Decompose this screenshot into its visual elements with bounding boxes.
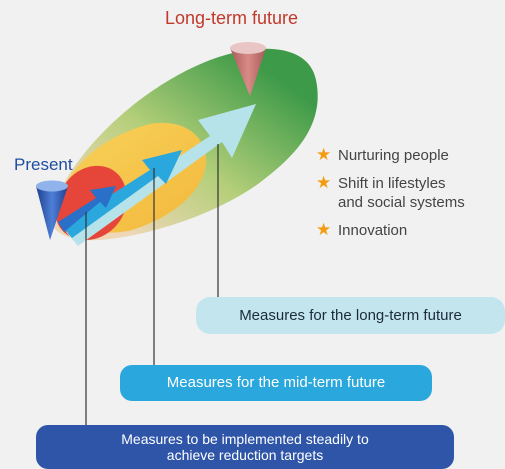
long-term-cone-top (230, 42, 266, 54)
focus-item-label: Nurturing people (338, 147, 449, 164)
long-term-future-label: Long-term future (165, 8, 299, 28)
focus-item: ★ Innovation (316, 220, 465, 240)
star-icon: ★ (316, 220, 332, 239)
present-cone-top (36, 180, 68, 192)
star-icon: ★ (316, 145, 332, 164)
mid-term-measures-box: Measures for the mid-term future (120, 365, 432, 401)
focus-item-label: Innovation (338, 222, 408, 239)
present-label: Present (14, 155, 73, 174)
long-term-cone (230, 48, 266, 96)
focus-item: ★ Nurturing people (316, 145, 465, 165)
focus-list: ★ Nurturing people ★ Shift in lifestyles… (316, 145, 465, 249)
focus-item-label-line-1: Shift in lifestyles (338, 175, 446, 192)
focus-item-label-line-2: and social systems (338, 194, 465, 211)
mid-term-arrow (62, 150, 182, 238)
near-term-measures-box: Measures to be implemented steadily to a… (36, 425, 454, 469)
near-term-arrow (58, 186, 116, 232)
present-cone (36, 186, 68, 240)
long-term-measures-box: Measures for the long-term future (196, 297, 505, 334)
near-term-measures-line-2: achieve reduction targets (166, 447, 324, 463)
near-term-measures-line-1: Measures to be implemented steadily to (121, 431, 369, 447)
star-icon: ★ (316, 173, 332, 192)
focus-item: ★ Shift in lifestyles and social systems (316, 173, 465, 212)
